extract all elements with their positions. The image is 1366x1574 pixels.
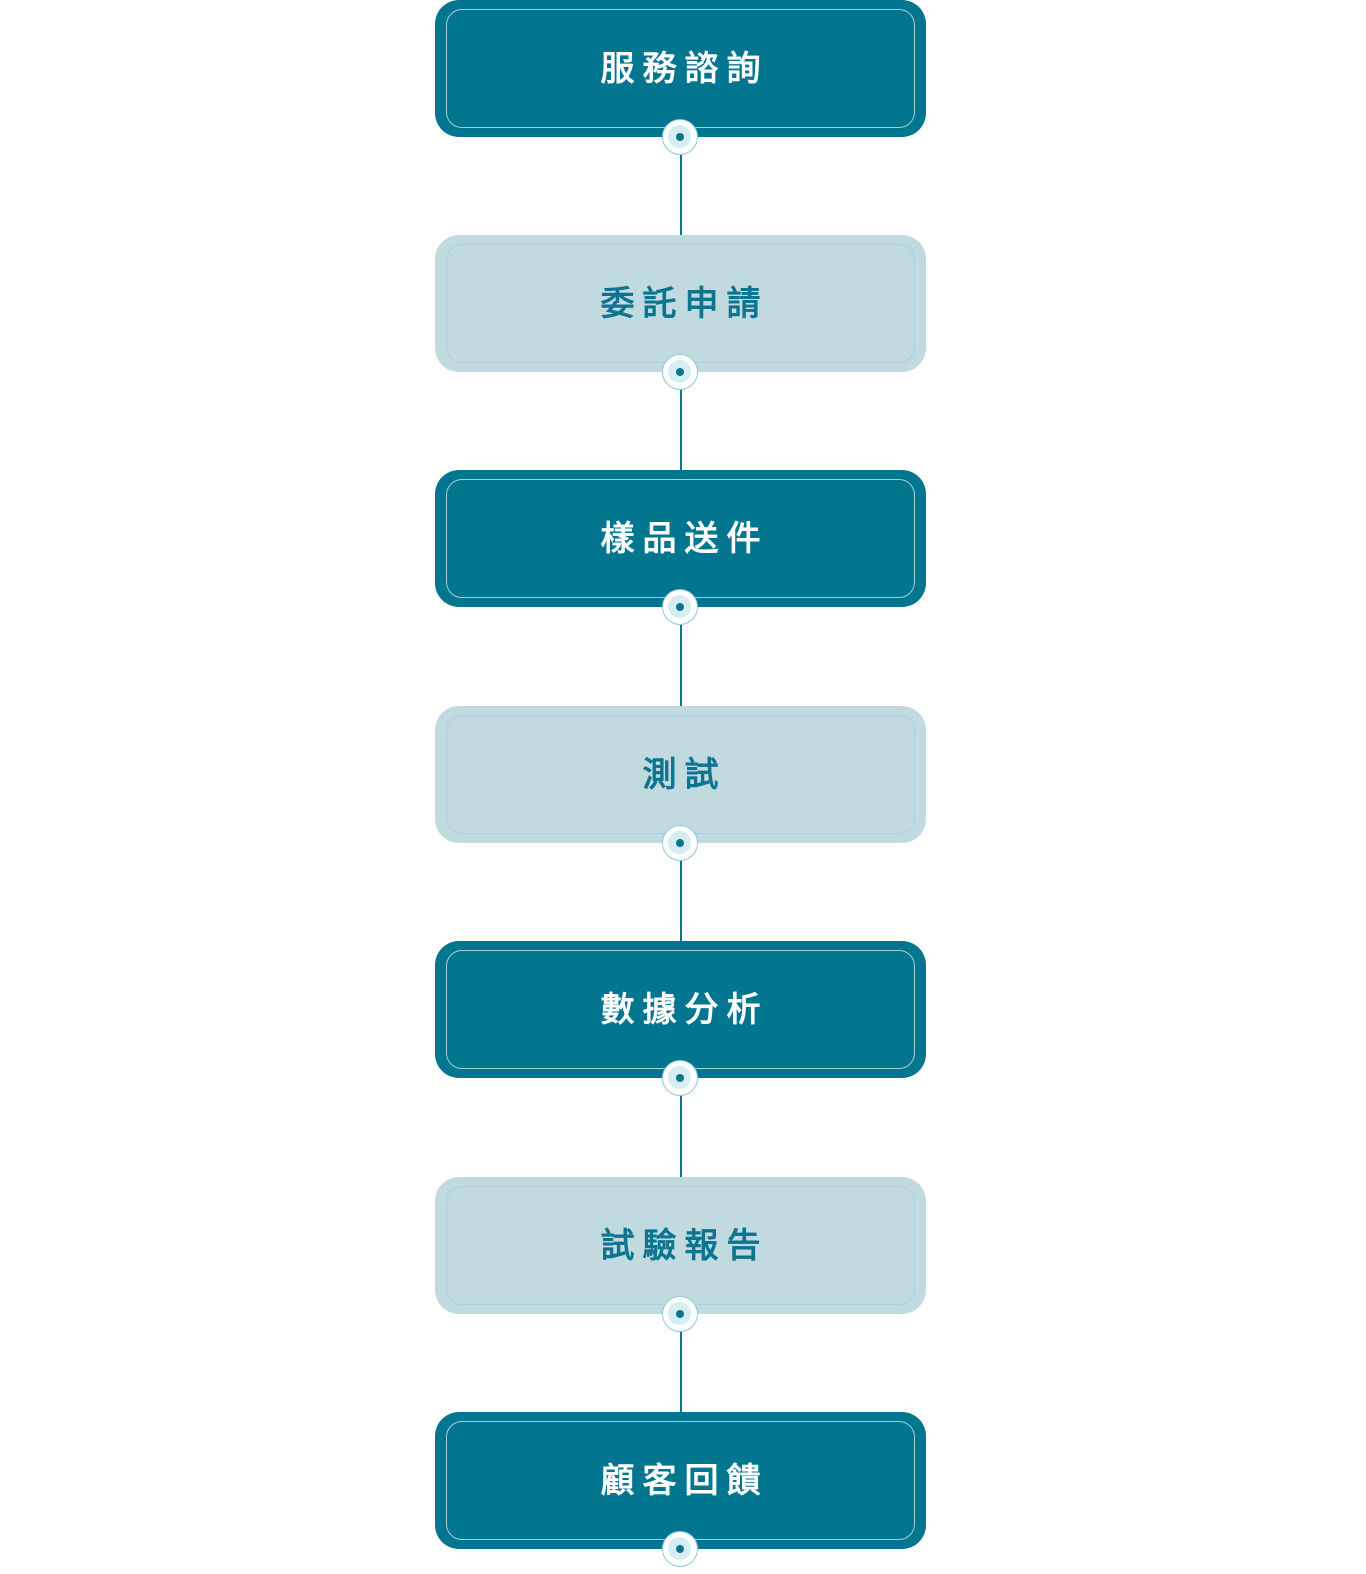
step-inner-frame: 樣品送件 [446,479,915,598]
node-dot [675,367,684,376]
node-dot [675,838,684,847]
step-data-analysis: 數據分析 [435,941,926,1078]
step-commission-application: 委託申請 [435,235,926,372]
step-label: 測試 [642,754,727,795]
step-node-6 [662,1296,698,1332]
step-customer-feedback: 顧客回饋 [435,1412,926,1549]
connector-4-5 [680,857,682,945]
step-sample-submission: 樣品送件 [435,470,926,607]
step-inner-frame: 委託申請 [446,244,915,363]
step-inner-frame: 測試 [446,715,915,834]
node-dot [675,132,684,141]
connector-5-6 [680,1092,682,1180]
step-label: 委託申請 [600,283,769,324]
step-node-1 [662,119,698,155]
node-dot [675,1073,684,1082]
step-node-3 [662,589,698,625]
step-label: 數據分析 [600,989,769,1030]
connector-2-3 [680,386,682,474]
step-node-4 [662,825,698,861]
step-inner-frame: 試驗報告 [446,1186,915,1305]
node-dot [675,1544,684,1553]
connector-6-7 [680,1328,682,1416]
step-testing: 測試 [435,706,926,843]
connector-1-2 [680,150,682,238]
step-label: 樣品送件 [600,518,769,559]
node-dot [675,1309,684,1318]
node-dot [675,602,684,611]
step-node-7 [662,1531,698,1567]
step-inner-frame: 服務諮詢 [446,9,915,128]
step-inner-frame: 顧客回饋 [446,1421,915,1540]
step-label: 服務諮詢 [600,48,769,89]
step-label: 顧客回饋 [600,1460,769,1501]
step-service-consultation: 服務諮詢 [435,0,926,137]
step-node-2 [662,354,698,390]
step-label: 試驗報告 [600,1225,769,1266]
step-node-5 [662,1060,698,1096]
step-inner-frame: 數據分析 [446,950,915,1069]
connector-3-4 [680,621,682,709]
step-test-report: 試驗報告 [435,1177,926,1314]
